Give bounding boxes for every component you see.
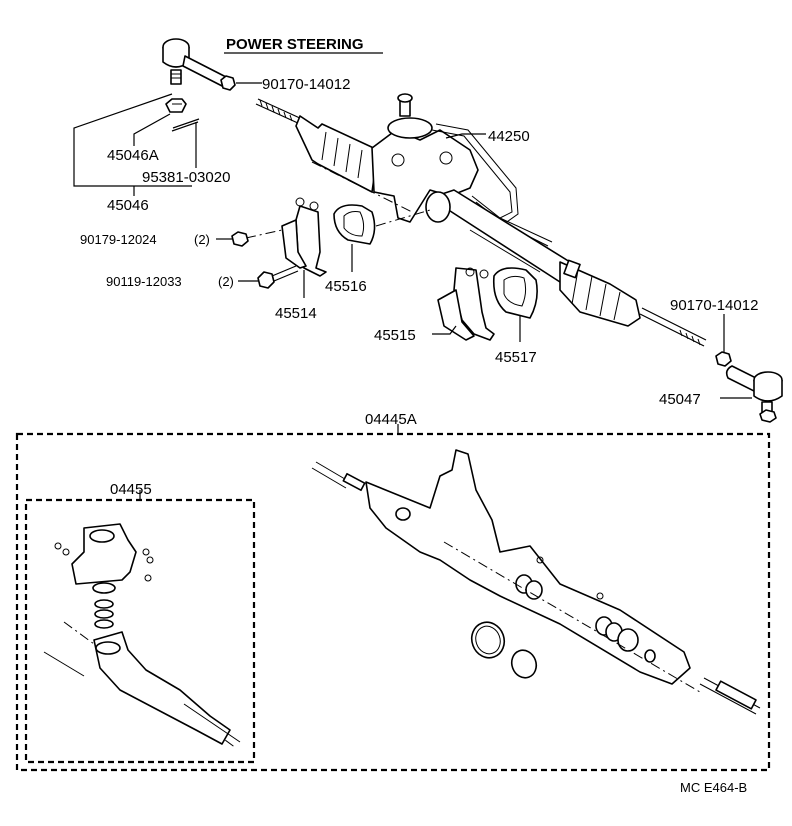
label-90179: 90179-12024 (80, 232, 157, 247)
label-90179-qty: (2) (194, 232, 210, 247)
leader-45046A (133, 113, 171, 146)
label-04455: 04455 (110, 481, 152, 498)
kit-04455-seal-rings (92, 582, 116, 629)
bracket-45046 (73, 93, 192, 187)
label-45047: 45047 (659, 391, 701, 408)
centerline-45516 (375, 209, 431, 227)
label-45046: 45046 (107, 197, 149, 214)
bracket-45514[interactable] (281, 197, 327, 277)
tie-rod-end-left[interactable] (162, 38, 231, 89)
label-45046A: 45046A (107, 147, 159, 164)
nut-90179[interactable] (231, 231, 249, 247)
kit-04455-valve-housing (54, 523, 154, 585)
steering-rack-assembly-44250[interactable] (255, 93, 707, 347)
nut-90170-right[interactable] (715, 351, 732, 367)
label-45514: 45514 (275, 305, 317, 322)
centerline-rack (311, 161, 413, 213)
castle-nut-45046A[interactable] (165, 98, 187, 113)
kit-04445A-rack-housing (311, 449, 761, 715)
grommet-45517[interactable] (492, 267, 538, 319)
kit-04445A-o-rings (470, 621, 538, 679)
label-45517: 45517 (495, 349, 537, 366)
label-90170-top: 90170-14012 (262, 76, 350, 93)
grommet-45516[interactable] (333, 204, 376, 245)
centerline-45514 (245, 229, 283, 239)
kit-04455-rack-housing (43, 621, 241, 749)
label-45516: 45516 (325, 278, 367, 295)
tie-rod-end-right[interactable] (725, 365, 783, 423)
diagram-title: POWER STEERING (226, 36, 364, 53)
diagram-code: MC E464-B (680, 780, 747, 795)
kit-04445A-box (15, 432, 771, 772)
bolt-90119[interactable] (257, 265, 299, 289)
label-90170-right: 90170-14012 (670, 297, 758, 314)
cotter-pin-95381[interactable] (171, 118, 200, 132)
nut-90170-top[interactable] (220, 75, 236, 91)
leader-45515 (432, 325, 457, 335)
label-45515: 45515 (374, 327, 416, 344)
label-95381: 95381-03020 (142, 169, 230, 186)
label-90119: 90119-12033 (106, 274, 182, 289)
bracket-45515[interactable] (437, 267, 495, 341)
label-04445A: 04445A (365, 411, 417, 428)
label-44250: 44250 (488, 128, 530, 145)
label-90119-qty: (2) (218, 274, 234, 289)
leader-44250 (445, 133, 486, 139)
